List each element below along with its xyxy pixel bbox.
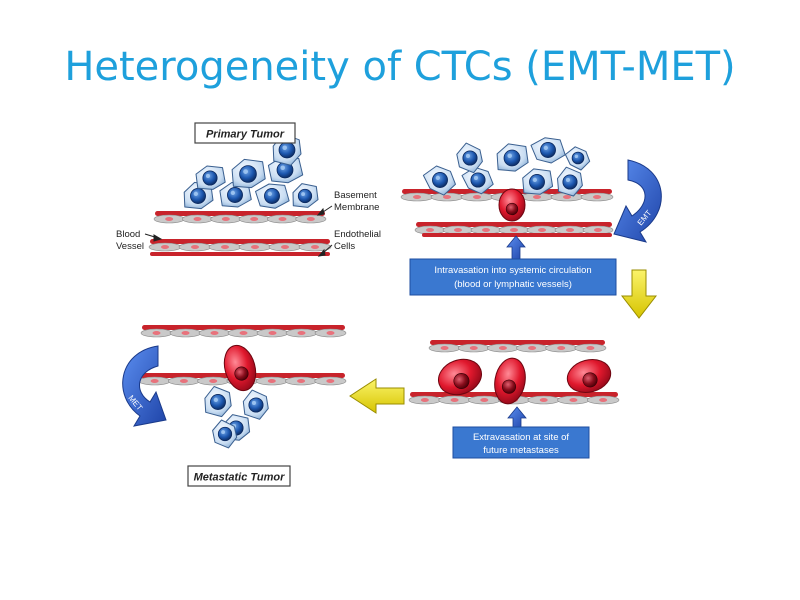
primary-tumor-box [194,122,296,144]
vessel-wall [148,239,332,252]
intravasation-caption-box [409,258,617,296]
extravasation-caption-1: Extravasation at site of [473,432,569,443]
flow-arrow-left [349,378,405,414]
basement-label-1: Basement [334,190,377,201]
extravasating-cell [438,358,482,396]
epithelial-cell [522,168,554,195]
extravasation-caption-2: future metastases [483,445,559,456]
vessel-wall [153,211,327,224]
primary-tumor-title: Primary Tumor [206,129,285,141]
epithelial-cell [496,143,529,172]
label-pointers [144,205,333,257]
vessel-line [422,233,612,237]
cell-layer [183,133,612,449]
epithelial-cell [564,146,591,171]
intravasation-pointer [506,235,526,260]
blood-vessel-label-1: Blood [116,229,140,240]
epithelial-cell [204,386,232,418]
epithelial-cell [422,165,456,196]
epithelial-cell [255,183,290,209]
epithelial-cell [461,166,494,195]
extravasating-cell [223,344,257,392]
vessel-wall [428,340,607,353]
extravasating-cell [566,359,612,393]
intravasation-caption-2: (blood or lymphatic vessels) [454,279,572,290]
vessel-layer [138,189,620,405]
basement-label-2: Membrane [334,202,379,213]
extravasation-caption-box [452,426,590,459]
epithelial-cell [456,142,483,174]
intravasating-cell [498,188,526,222]
vessel-wall [140,325,347,338]
extravasation-pointer [507,406,527,429]
epithelial-cell [231,158,266,189]
epithelial-cell [530,137,566,164]
metastatic-tumor-box [187,465,291,487]
epithelial-cell [219,182,252,208]
intravasation-caption-1: Intravasation into systemic circulation [434,265,591,276]
epithelial-cell [557,166,583,197]
slide-title: Heterogeneity of CTCs (EMT-MET) [64,44,736,90]
epithelial-cell [292,183,319,208]
epithelial-cell [212,419,238,449]
emt-arrow: EMT [613,159,662,243]
extravasating-cell [494,357,526,405]
met-arrow: MET [122,345,167,427]
endothelial-label-2: Cells [334,241,355,252]
endothelial-label-1: Endothelial [334,229,381,240]
metastatic-tumor-title: Metastatic Tumor [194,472,286,484]
flow-arrow-down [620,269,658,319]
epithelial-cell [195,165,226,190]
epithelial-cell [242,389,269,420]
blood-vessel-label-2: Vessel [116,241,144,252]
epithelial-cell [267,156,304,184]
vessel-line [150,252,330,256]
vessel-wall [414,222,614,235]
